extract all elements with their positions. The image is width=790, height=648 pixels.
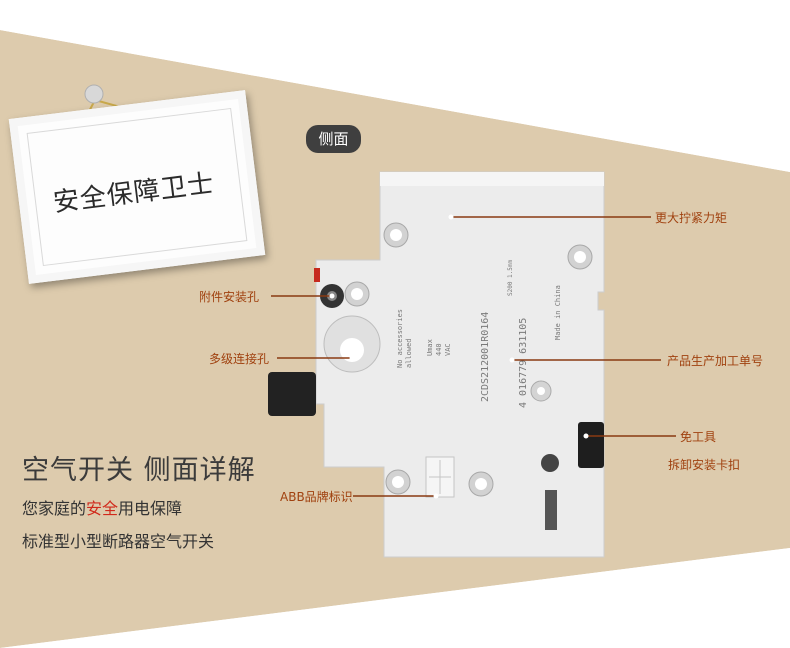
device-umax-2: 440 [435, 343, 443, 356]
device-umax-1: Umax [426, 339, 434, 356]
callout-tool-free: 免工具 [680, 430, 717, 444]
subtitle-1-post: 用电保障 [118, 499, 183, 518]
callout-torque: 更大拧紧力矩 [655, 211, 728, 225]
subtitle-2: 标准型小型断路器空气开关 [22, 532, 215, 551]
device-accessories-2: allowed [405, 338, 413, 368]
callout-multi-level: 多级连接孔 [209, 352, 270, 366]
device-made-in: Made in China [554, 285, 562, 340]
callout-clip: 拆卸安装卡扣 [668, 458, 741, 472]
device-barcode: 4 016779 631105 [518, 318, 529, 408]
subtitle-1: 您家庭的安全用电保障 [22, 495, 182, 519]
callout-accessory-hole: 附件安装孔 [199, 290, 260, 304]
headline: 空气开关 侧面详解 [22, 455, 256, 486]
subtitle-1-pre: 您家庭的 [22, 499, 87, 518]
device-part-number: 2CDS212001R0164 [480, 312, 491, 402]
device-accessories-1: No accessories [396, 309, 404, 368]
device-code: S200 1.5mm [507, 259, 514, 296]
side-view-badge: 侧面 [306, 125, 361, 153]
device-umax-3: VAC [444, 343, 452, 356]
subtitle-1-highlight: 安全 [86, 499, 119, 518]
callout-serial: 产品生产加工单号 [667, 354, 764, 368]
callout-abb-logo: ABB品牌标识 [280, 490, 353, 504]
